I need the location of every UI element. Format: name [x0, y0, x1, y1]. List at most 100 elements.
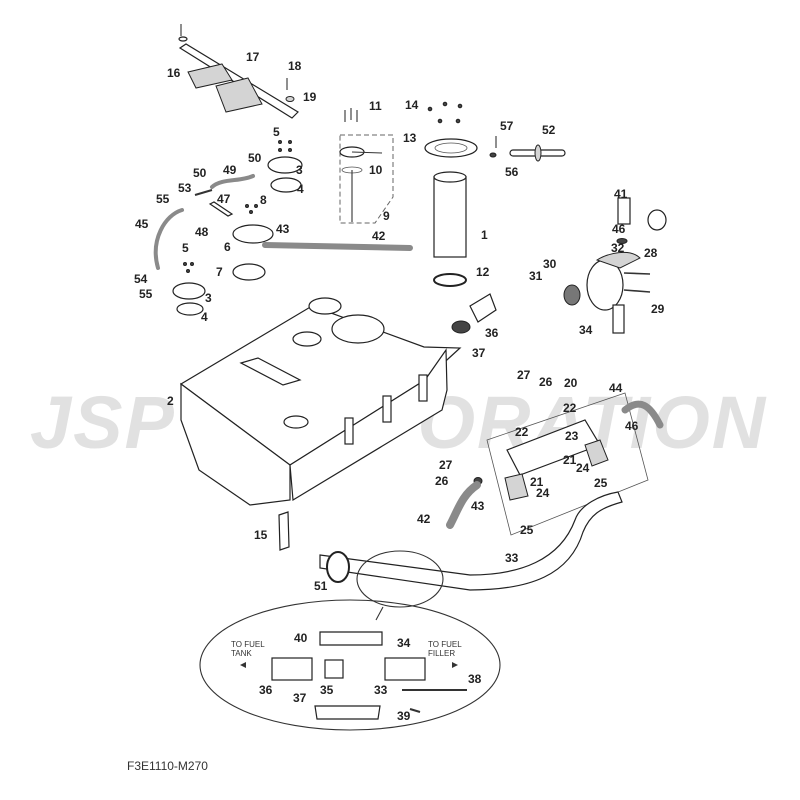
callout-25-upper: 25	[594, 476, 608, 490]
part-1-fuel-pump	[433, 171, 467, 258]
part-53-fitting	[194, 189, 213, 196]
callout-53: 53	[178, 181, 192, 195]
callout-28: 28	[644, 246, 658, 260]
callout-3-lower: 3	[205, 291, 212, 305]
callout-15: 15	[254, 528, 268, 542]
callout-52: 52	[542, 123, 556, 137]
part-34-clamps-filler	[563, 284, 581, 306]
part-42-hose-lower	[446, 481, 481, 529]
callout-19: 19	[303, 90, 317, 104]
part-41-vent-fitting	[617, 197, 667, 231]
callout-30: 30	[543, 257, 557, 271]
detail-circle-small	[356, 550, 444, 621]
callout-55-lower: 55	[139, 287, 153, 301]
callout-6: 6	[224, 240, 231, 254]
callout-25-lower: 25	[520, 523, 534, 537]
callout-7: 7	[216, 265, 223, 279]
callout-36: 36	[485, 326, 499, 340]
callout-49: 49	[223, 163, 237, 177]
callout-13: 13	[403, 131, 417, 145]
callout-16: 16	[167, 66, 181, 80]
callout-labels: 1 2 3 3 4 4 5 5 6 7 8 9 10 11 12 13 14 1…	[134, 50, 665, 723]
part-3-plate-upper	[267, 156, 303, 174]
callout-46-lower: 46	[625, 419, 639, 433]
callout-54: 54	[134, 272, 148, 286]
part-14-screws	[427, 101, 463, 124]
part-4-gasket-lower	[176, 302, 204, 316]
callout-39: 39	[397, 709, 411, 723]
callout-5-lower: 5	[182, 241, 189, 255]
part-13-gasket	[424, 138, 478, 158]
callout-36-detail: 36	[259, 683, 273, 697]
part-filler-pipe	[612, 304, 625, 334]
callout-17: 17	[246, 50, 260, 64]
callout-8: 8	[260, 193, 267, 207]
part-11-screws	[344, 108, 358, 122]
part-40-cover-bottom	[314, 705, 381, 720]
part-8-screws	[245, 204, 258, 214]
callout-12: 12	[476, 265, 490, 279]
part-37-clamps	[451, 320, 471, 334]
callout-24-upper: 24	[576, 461, 590, 475]
part-19-washer	[285, 96, 295, 102]
callout-3-upper: 3	[296, 163, 303, 177]
part-16-pad	[187, 63, 263, 113]
callout-18: 18	[288, 59, 302, 73]
callout-34-detail: 34	[397, 636, 411, 650]
callout-42-lower: 42	[417, 512, 431, 526]
part-29-screws	[623, 272, 651, 293]
part-33-pipe-detail	[384, 657, 426, 681]
callout-20: 20	[564, 376, 578, 390]
callout-9: 9	[383, 209, 390, 223]
callout-14: 14	[405, 98, 419, 112]
part-3-plate-lower	[172, 282, 206, 300]
callout-48: 48	[195, 225, 209, 239]
part-40-cover-top	[319, 631, 383, 646]
callout-10: 10	[369, 163, 383, 177]
part-44-hose	[621, 400, 664, 429]
part-15-label	[278, 511, 290, 551]
callout-45: 45	[135, 217, 149, 231]
part-9-sender-unit	[339, 134, 394, 224]
part-5-screws-upper	[278, 140, 292, 152]
callout-29: 29	[651, 302, 665, 316]
callout-26-lower: 26	[435, 474, 449, 488]
part-20-filter-bracket-box	[486, 392, 649, 536]
part-52-pipe	[509, 144, 566, 162]
callout-21-upper: 21	[563, 453, 577, 467]
callout-31: 31	[529, 269, 543, 283]
callout-4-lower: 4	[201, 310, 208, 324]
label-to-fuel-filler: TO FUEL	[428, 640, 462, 649]
figure-code: F3E1110-M270	[127, 759, 208, 773]
callout-51: 51	[314, 579, 328, 593]
part-42-hose-upper	[262, 242, 413, 251]
callout-5-upper: 5	[273, 125, 280, 139]
part-21-bracket-lower	[504, 473, 529, 501]
part-49-hose	[210, 174, 255, 189]
callout-50-left: 50	[193, 166, 207, 180]
callout-27-lower: 27	[439, 458, 453, 472]
part-2-fuel-tank	[179, 297, 462, 506]
part-32-filler-housing	[586, 251, 641, 311]
callout-56: 56	[505, 165, 519, 179]
callout-33: 33	[505, 551, 519, 565]
callout-23: 23	[565, 429, 579, 443]
callout-26-upper: 26	[539, 375, 553, 389]
part-5-screws-lower	[183, 262, 194, 273]
bolt-icon	[178, 24, 188, 42]
callout-32: 32	[611, 241, 625, 255]
callout-46-upper: 46	[612, 222, 626, 236]
callout-38: 38	[468, 672, 482, 686]
part-7-gasket	[232, 263, 266, 281]
callout-2: 2	[167, 394, 174, 408]
callout-47: 47	[217, 192, 231, 206]
callout-57: 57	[500, 119, 514, 133]
callout-40: 40	[294, 631, 308, 645]
part-21-bracket-upper	[584, 439, 609, 467]
callout-4-upper: 4	[297, 182, 304, 196]
callout-33-detail: 33	[374, 683, 388, 697]
callout-34: 34	[579, 323, 593, 337]
callout-50-right: 50	[248, 151, 262, 165]
